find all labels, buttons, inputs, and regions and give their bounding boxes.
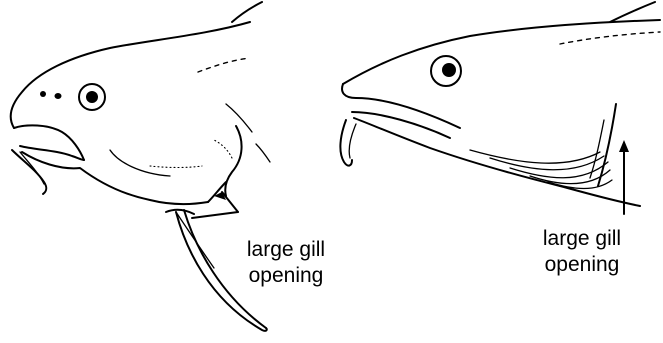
right-upper-lip: [342, 84, 460, 128]
left-body-outline: [225, 126, 241, 196]
left-label-line1: large gill: [226, 237, 346, 263]
left-gill-opening-label: large gill opening: [226, 237, 346, 289]
left-label-line2: opening: [226, 263, 346, 289]
right-arrow-head: [619, 140, 629, 152]
left-opercle-line: [226, 104, 252, 132]
left-arrow-pointer: [222, 192, 238, 212]
left-upper-lip: [14, 125, 84, 160]
right-barbel-inner: [349, 124, 356, 158]
right-mouth: [352, 112, 450, 138]
right-gill-striation-1: [470, 150, 600, 163]
right-head-dorsal-outline: [343, 20, 660, 84]
right-lower-jaw: [354, 118, 560, 186]
right-opercle-edge: [598, 104, 616, 186]
left-pupil: [86, 91, 98, 103]
right-gill-opening-label: large gill opening: [522, 226, 642, 278]
left-head-dorsal-outline: [11, 22, 250, 128]
left-body-line: [256, 144, 270, 162]
left-nostril-rear: [55, 93, 62, 99]
left-lower-jaw: [22, 152, 208, 204]
left-arrow-line: [192, 212, 238, 218]
right-label-line1: large gill: [522, 226, 642, 252]
left-lateral-line: [198, 58, 250, 72]
right-fish-head: [340, 2, 660, 214]
left-nostril-front: [40, 91, 46, 97]
left-cheek-line: [110, 150, 170, 176]
right-pupil: [442, 63, 456, 77]
left-mouth: [20, 146, 84, 160]
right-label-line2: opening: [522, 252, 642, 278]
left-opercle-dots: [214, 140, 232, 158]
right-dorsal-fin: [610, 2, 655, 22]
left-dorsal-fin: [232, 2, 262, 22]
right-gill-striation-5: [548, 180, 612, 189]
left-fin-base: [166, 210, 194, 214]
left-throat-dots: [150, 166, 202, 168]
right-lateral-line: [560, 32, 660, 44]
right-fin-base: [560, 186, 640, 206]
